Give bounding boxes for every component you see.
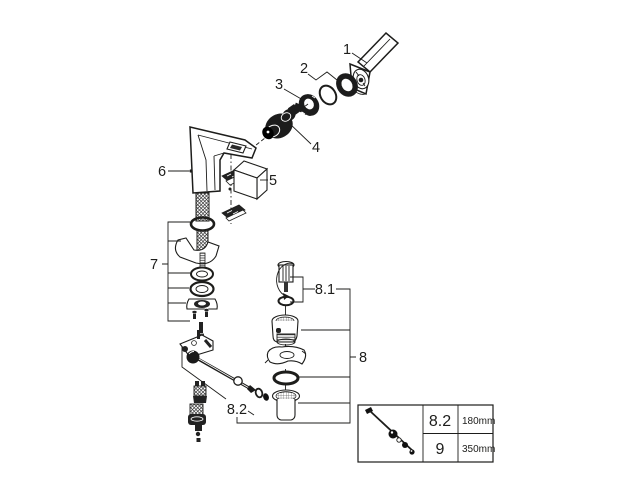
callout-3: 3: [275, 77, 283, 93]
supply-hoses-part: [188, 381, 207, 442]
rotate-arrow-icon: [276, 262, 295, 297]
faucet-body-part: [189, 126, 257, 194]
callout-6: 6: [158, 164, 166, 180]
callout-5: 5: [269, 173, 277, 189]
dimensions-table: 8.2 180mm 9 350mm: [357, 404, 495, 463]
table-length-180: 180mm: [462, 416, 495, 427]
mounting-set-part: [186, 266, 218, 345]
leader-lines: [162, 52, 368, 424]
drain-assembly-part: [264, 260, 307, 421]
callout-8: 8: [359, 350, 367, 366]
axis-dash-line: [299, 103, 309, 111]
aerator-kit-part: [221, 154, 269, 224]
callout-7: 7: [150, 257, 158, 273]
rod-thumbnail: [365, 407, 415, 455]
seal-kit-part: [318, 73, 358, 106]
callout-1: 1: [343, 42, 351, 58]
table-part-9: 9: [436, 441, 445, 458]
retaining-ring-part: [298, 94, 320, 117]
cartridge-part: [262, 102, 304, 140]
mounting-shank-part: [174, 192, 220, 269]
callout-2: 2: [300, 61, 308, 77]
popup-rod-part: [179, 330, 269, 401]
callout-8-2: 8.2: [227, 402, 247, 418]
drain-plug-part: [276, 260, 295, 307]
callout-8-1: 8.1: [315, 282, 335, 298]
table-part-8-2: 8.2: [429, 413, 451, 430]
callout-4: 4: [312, 140, 320, 156]
table-length-350: 350mm: [462, 444, 495, 455]
callout-labels: 1 2 3 4 5 6 7 8 8.1 8.2: [150, 42, 367, 418]
